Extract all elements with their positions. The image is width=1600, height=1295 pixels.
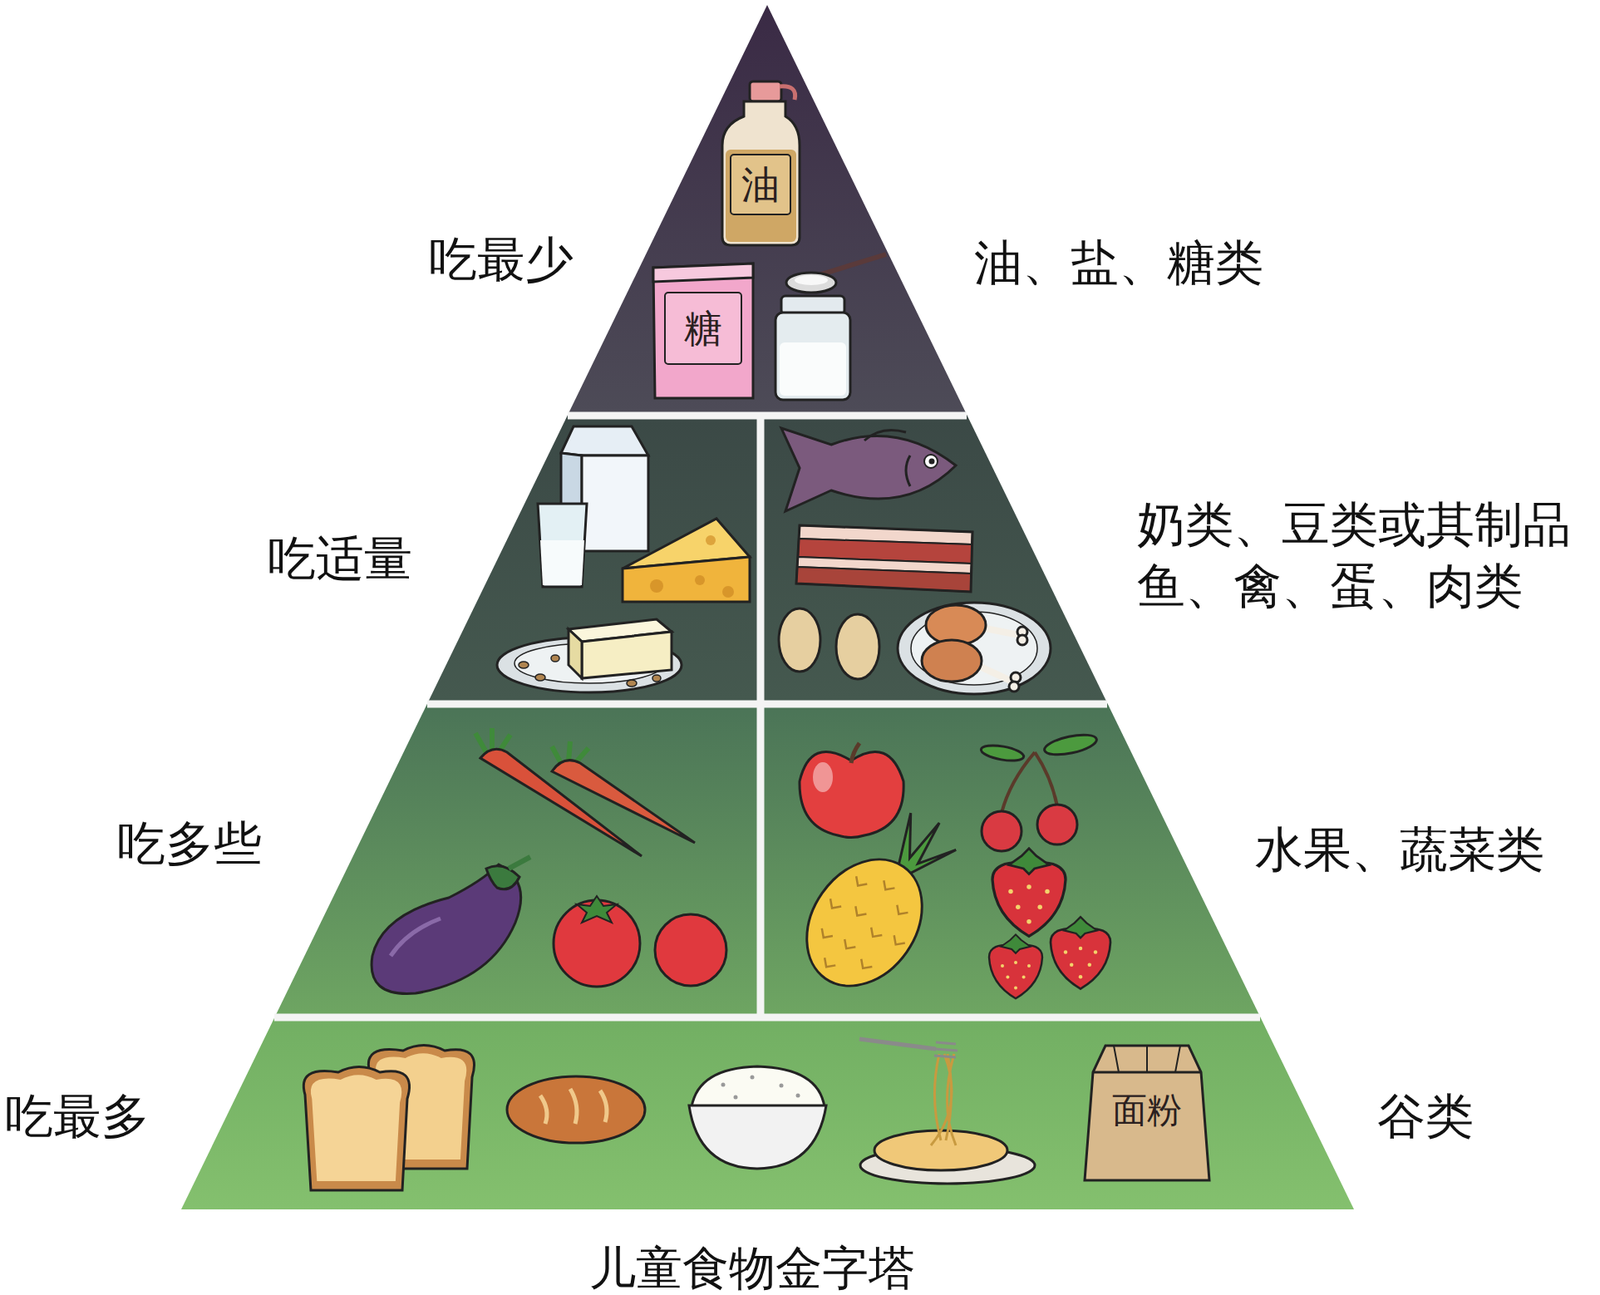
text-slot: 水果、蔬菜类 xyxy=(1255,819,1545,882)
rice-bowl xyxy=(689,1066,827,1169)
fish xyxy=(781,428,956,512)
carrots xyxy=(475,728,695,857)
apple xyxy=(799,743,904,838)
bread-bun xyxy=(507,1076,645,1143)
bread-slices xyxy=(303,1045,474,1192)
eggplant xyxy=(371,856,531,994)
band-dividers xyxy=(274,415,1261,1018)
drumstick-plate xyxy=(897,602,1051,695)
pyramid-band: 吃多些 水果、蔬菜类 xyxy=(0,704,1600,1018)
cheese xyxy=(622,518,750,602)
band-foods: 奶类、豆类或其制品 鱼、禽、蛋、肉类 xyxy=(1137,494,1591,617)
package-label-slot: 糖 xyxy=(684,307,723,350)
pyramid-band: 吃适量 奶类、豆类或其制品 鱼、禽、蛋、肉类 xyxy=(0,415,1600,704)
band-heading: 吃最多 xyxy=(4,1086,150,1148)
band-heading: 吃多些 xyxy=(117,813,262,876)
text-slot: 谷类 xyxy=(1377,1086,1474,1148)
text-slot: 奶类、豆类或其制品 鱼、禽、蛋、肉类 xyxy=(1137,494,1591,617)
strawberries xyxy=(989,848,1111,999)
band-foods: 谷类 xyxy=(1377,1086,1474,1148)
oil-bottle xyxy=(722,81,800,246)
band-foods: 油、盐、糖类 xyxy=(974,232,1264,295)
package-label: 面粉 xyxy=(1112,1091,1182,1130)
text-slot: 油、盐、糖类 xyxy=(974,232,1264,295)
bacon xyxy=(796,525,973,592)
text-slot: 吃最多 xyxy=(4,1086,150,1148)
package-label-slot: 面粉 xyxy=(1112,1091,1182,1130)
pineapple xyxy=(782,791,979,1009)
cherries xyxy=(979,731,1098,852)
eggs xyxy=(778,608,880,680)
band-heading: 吃适量 xyxy=(267,528,413,591)
pyramid-band: 吃最少 油、盐、糖类 xyxy=(0,0,1600,416)
pasta-plate xyxy=(859,1038,1035,1184)
text-slot: 吃适量 xyxy=(267,528,413,591)
caption: 儿童食物金字塔 xyxy=(589,1244,916,1294)
text-slot: 吃最少 xyxy=(428,229,574,291)
sugar-bag xyxy=(653,263,754,399)
package-label: 油 xyxy=(741,163,780,207)
package-label-slot: 油 xyxy=(741,163,780,207)
milk-glass xyxy=(537,503,587,587)
package-label: 糖 xyxy=(684,307,723,350)
text-slot: 吃多些 xyxy=(117,813,262,876)
band-heading: 吃最少 xyxy=(428,229,574,291)
caption-slot: 儿童食物金字塔 xyxy=(589,1244,916,1294)
pyramid-band: 吃最多 谷类 xyxy=(0,1017,1600,1214)
tofu-plate xyxy=(497,619,682,693)
tomatoes xyxy=(553,896,727,987)
flour-bag xyxy=(1084,1045,1210,1181)
band-foods: 水果、蔬菜类 xyxy=(1255,819,1545,882)
salt-jar xyxy=(775,254,887,400)
